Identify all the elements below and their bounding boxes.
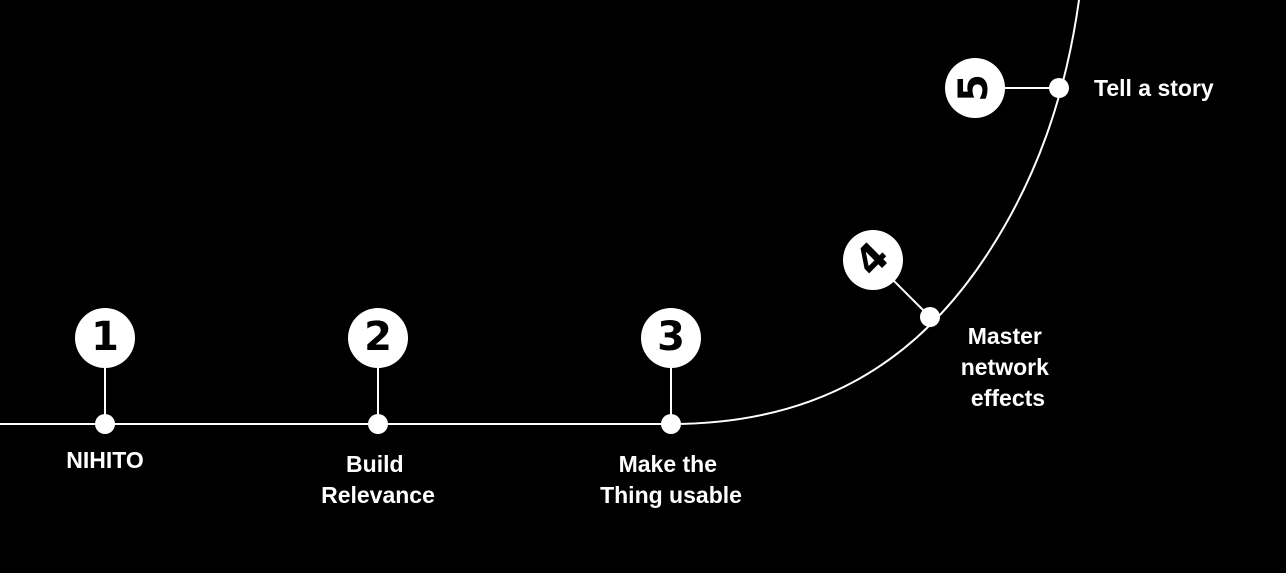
- step-1-number: 1: [91, 314, 119, 360]
- step-2: 2 Build Relevance: [321, 308, 435, 508]
- step-5-label-line-1: Tell a story: [1094, 75, 1214, 101]
- step-3-badge: [641, 308, 701, 368]
- step-5-badge: [945, 58, 1005, 118]
- step-2-label-line-1: Build: [346, 451, 404, 477]
- step-5-label: Tell a story: [1094, 75, 1214, 101]
- step-2-badge: [348, 308, 408, 368]
- step-4-label: Master network effects: [961, 323, 1056, 411]
- step-3-label-line-1: Make the: [619, 451, 717, 477]
- step-2-node: [368, 414, 388, 434]
- step-4-badge: [843, 230, 903, 290]
- step-1: 1 NIHITO: [66, 308, 144, 473]
- step-5-number: 5: [951, 74, 997, 102]
- step-4-label-line-2: network: [961, 354, 1049, 380]
- step-3-label-line-2: Thing usable: [600, 482, 742, 508]
- step-1-label-line-1: NIHITO: [66, 447, 144, 473]
- step-3-number: 3: [657, 314, 685, 360]
- step-3-node: [661, 414, 681, 434]
- step-1-badge: [75, 308, 135, 368]
- step-3: 3 Make the Thing usable: [600, 308, 742, 508]
- step-1-label: NIHITO: [66, 447, 144, 473]
- growth-curve-line: [0, 0, 1080, 425]
- step-2-number: 2: [364, 314, 392, 360]
- step-4-label-line-3: effects: [971, 385, 1045, 411]
- step-5: 5 Tell a story: [945, 58, 1214, 118]
- step-2-label: Build Relevance: [321, 451, 435, 508]
- step-3-label: Make the Thing usable: [600, 451, 742, 508]
- step-2-label-line-2: Relevance: [321, 482, 435, 508]
- step-4-node: [920, 307, 940, 327]
- step-1-node: [95, 414, 115, 434]
- step-4: 4 Master network effects: [843, 230, 1056, 411]
- step-4-label-line-1: Master: [968, 323, 1042, 349]
- step-5-node: [1049, 78, 1069, 98]
